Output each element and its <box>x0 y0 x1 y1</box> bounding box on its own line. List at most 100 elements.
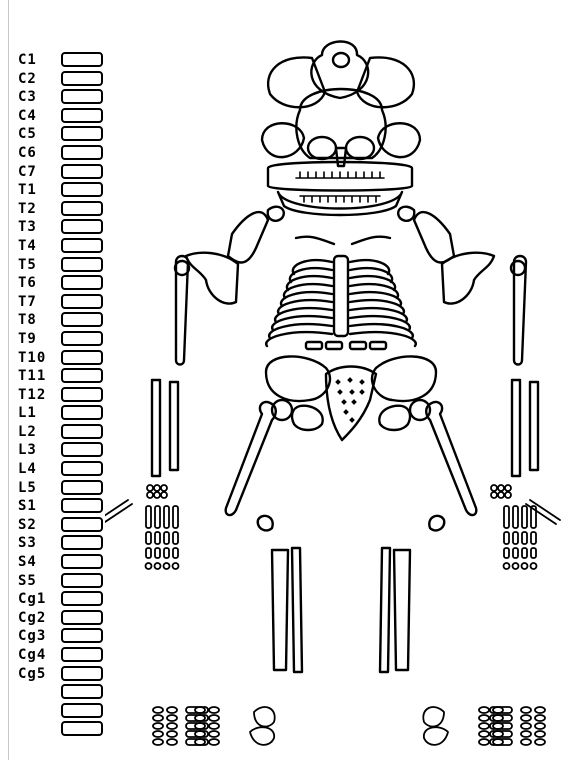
eye-orbit-left <box>308 137 336 159</box>
vertebra-checkbox[interactable] <box>61 666 103 681</box>
vertebra-checkbox[interactable] <box>61 517 103 532</box>
vertebra-checkbox[interactable] <box>61 535 103 550</box>
vertebra-checkbox[interactable] <box>61 294 103 309</box>
tibia-left <box>272 550 288 670</box>
vertebra-checkbox[interactable] <box>61 442 103 457</box>
vertebra-checkbox[interactable] <box>61 387 103 402</box>
toe-bone <box>195 707 205 713</box>
distal-phalanx <box>522 563 528 569</box>
carpal-bone <box>505 492 511 498</box>
toe-bone <box>209 715 219 721</box>
vertebra-checkbox[interactable] <box>61 164 103 179</box>
vertebra-checkbox[interactable] <box>61 628 103 643</box>
metacarpal-bone <box>155 506 160 528</box>
tibia-right <box>394 550 410 670</box>
skeleton-diagram <box>105 25 575 760</box>
toe-bone <box>167 715 177 721</box>
teeth-upper <box>296 172 384 178</box>
scapula-left <box>228 212 268 262</box>
distal-phalanx <box>155 563 161 569</box>
talus-bone <box>424 727 448 745</box>
phalanx-bone <box>513 548 518 558</box>
phalanx-bone <box>531 548 536 558</box>
humeral-head-left <box>268 207 284 221</box>
vertebra-checkbox[interactable] <box>61 573 103 588</box>
pubis-left <box>292 406 323 430</box>
vertebra-label: T6 <box>18 274 62 293</box>
phalanx-bone <box>173 532 178 544</box>
phalanx-bone <box>146 532 151 544</box>
phalanx-bone <box>513 532 518 544</box>
lower-vertebrae <box>306 342 386 349</box>
vertebra-label: Cg3 <box>18 627 62 646</box>
vertebra-checkbox[interactable] <box>61 721 103 736</box>
phalanx-bone <box>155 548 160 558</box>
vertebra-checkbox[interactable] <box>61 108 103 123</box>
sacral-foramen <box>341 399 347 405</box>
vertebra-label: C4 <box>18 107 62 126</box>
vertebra-checkbox[interactable] <box>61 89 103 104</box>
vertebra-label: L3 <box>18 441 62 460</box>
vertebra-checkbox[interactable] <box>61 257 103 272</box>
vertebra-checkbox[interactable] <box>61 238 103 253</box>
metacarpal-bone <box>513 506 518 528</box>
vertebra-checkbox[interactable] <box>61 368 103 383</box>
vertebra-checkbox[interactable] <box>61 126 103 141</box>
sacral-foramen <box>359 379 365 385</box>
toe-bone <box>521 715 531 721</box>
vertebra-checkbox[interactable] <box>61 71 103 86</box>
skull-left-flap <box>268 57 325 107</box>
pubis-right <box>379 406 410 430</box>
sacrum <box>326 367 376 441</box>
vertebra-checkbox[interactable] <box>61 424 103 439</box>
vertebra-checkbox[interactable] <box>61 52 103 67</box>
vertebra-checkbox[interactable] <box>61 461 103 476</box>
distal-phalanx <box>513 563 519 569</box>
vertebra-checkbox[interactable] <box>61 647 103 662</box>
vertebra-checkbox[interactable] <box>61 610 103 625</box>
foot-right <box>423 707 545 745</box>
vertebra-checkbox[interactable] <box>61 201 103 216</box>
vertebra-checkbox[interactable] <box>61 312 103 327</box>
vertebra-checkbox[interactable] <box>61 684 103 699</box>
vertebra-checkbox[interactable] <box>61 480 103 495</box>
distal-phalanx <box>504 563 510 569</box>
toe-bone <box>493 731 503 737</box>
vertebra-checkbox[interactable] <box>61 554 103 569</box>
vertebra-checkbox[interactable] <box>61 182 103 197</box>
calcaneus-bone <box>254 707 275 727</box>
sternum <box>334 256 348 336</box>
vertebra-checkbox[interactable] <box>61 591 103 606</box>
vertebra-label: L4 <box>18 460 62 479</box>
radius-right <box>512 380 520 476</box>
femur-right <box>426 402 476 515</box>
vertebra-checkbox[interactable] <box>61 350 103 365</box>
skull-group <box>262 41 420 215</box>
patella-right <box>429 516 444 531</box>
toe-bone <box>153 739 163 745</box>
ilium-right <box>372 356 436 401</box>
foot-left <box>153 707 275 745</box>
metacarpal-bone <box>146 506 151 528</box>
vertebra-checkbox[interactable] <box>61 275 103 290</box>
phalanx-bone <box>504 532 509 544</box>
toe-bone <box>209 723 219 729</box>
carpal-bone <box>147 492 153 498</box>
phalanx-bone <box>504 548 509 558</box>
vertebra-checkbox[interactable] <box>61 405 103 420</box>
radius-left <box>152 380 160 476</box>
toe-bone <box>153 723 163 729</box>
vertebra-checkbox[interactable] <box>61 498 103 513</box>
vertebra-checkbox[interactable] <box>61 703 103 718</box>
metacarpal-bone <box>164 506 169 528</box>
sacrum-foramina <box>335 377 365 423</box>
toe-bone <box>535 739 545 745</box>
sacral-foramen <box>335 379 341 385</box>
vertebra-checkbox[interactable] <box>61 145 103 160</box>
vertebra-checkbox-column <box>61 52 103 740</box>
toe-bone <box>195 715 205 721</box>
vertebra-checkbox[interactable] <box>61 219 103 234</box>
carpal-bone <box>161 485 167 491</box>
vertebra-label: C3 <box>18 88 62 107</box>
vertebra-checkbox[interactable] <box>61 331 103 346</box>
